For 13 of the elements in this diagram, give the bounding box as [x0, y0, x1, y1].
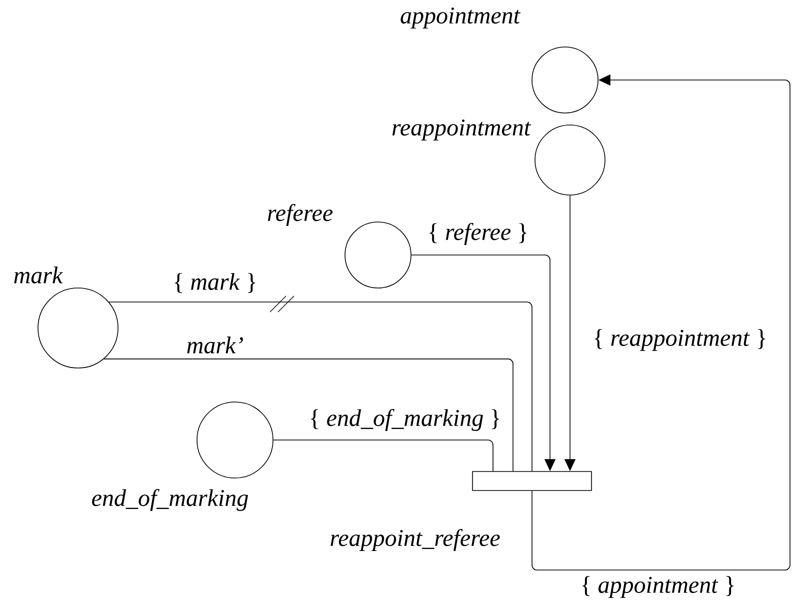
edge-label: { end_of_marking }	[311, 409, 499, 432]
node-label: reappointment	[392, 120, 532, 141]
node-label: end_of_marking	[92, 489, 248, 512]
node-label: referee	[268, 204, 333, 226]
transition-bar: reappoint_referee	[330, 471, 592, 552]
node-label: mark	[14, 266, 63, 284]
edge-label: { appointment }	[582, 576, 734, 598]
edge-label: { reappointment }	[594, 329, 766, 351]
node-label: appointment	[400, 8, 520, 29]
node-label: reappoint_referee	[330, 529, 500, 552]
edge-label: { mark }	[174, 273, 256, 293]
edge-label: { referee }	[430, 223, 526, 245]
edge-label: mark’	[187, 336, 243, 354]
